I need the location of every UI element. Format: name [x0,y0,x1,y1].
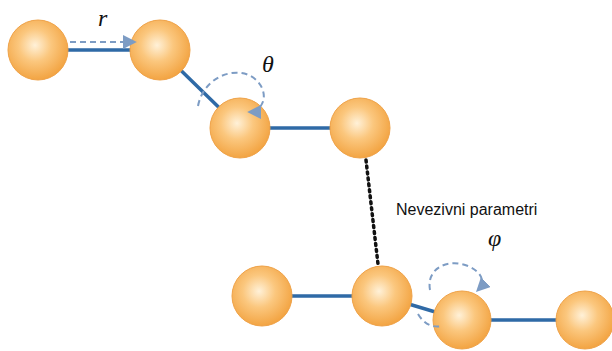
atom [352,266,412,326]
atom [433,291,491,349]
angle-arrow [198,73,264,112]
atom [130,20,190,80]
atom [556,291,612,349]
atom [8,20,68,80]
bond-length-symbol: r [98,6,107,30]
atom [330,98,390,158]
angle-symbol: θ [262,52,274,76]
nonbonded-dotted-line [366,160,378,264]
dihedral-symbol: φ [488,226,501,250]
atom [232,266,292,326]
parameter-arrows [70,42,482,327]
bond-length-arrow [70,41,134,43]
atoms [8,20,612,349]
nonbonded-label: Nevezivni parametri [396,202,537,218]
dihedral-arrow [430,263,483,290]
dihedral-arrow-tail [418,314,442,327]
bonds [38,50,585,320]
